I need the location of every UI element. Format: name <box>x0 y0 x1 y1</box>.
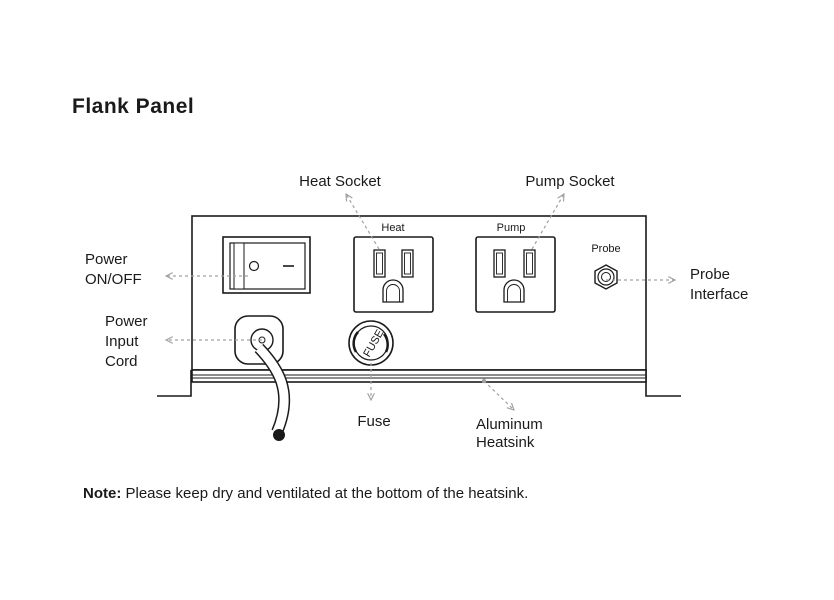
callout-heat-socket: Heat Socket <box>299 173 382 190</box>
heatsink-strip <box>191 369 647 383</box>
callout-pump-socket: Pump Socket <box>525 173 615 190</box>
callout-cord-line3: Cord <box>105 353 138 370</box>
callout-heatsink-line1: Aluminum <box>476 416 543 433</box>
callout-probe-line2: Interface <box>690 286 748 303</box>
power-switch <box>222 236 311 294</box>
callout-power-line1: Power <box>85 251 128 268</box>
note-text: Please keep dry and ventilated at the bo… <box>121 485 529 502</box>
heat-panel-label: Heat <box>381 222 404 234</box>
pump-panel-label: Pump <box>497 222 526 234</box>
callout-power-line2: ON/OFF <box>85 271 142 288</box>
heat-socket: Heat <box>353 222 434 313</box>
callout-fuse: Fuse <box>357 413 390 430</box>
probe-interface: Probe <box>591 243 621 290</box>
callout-cord-line1: Power <box>105 313 148 330</box>
probe-panel-label: Probe <box>591 243 620 255</box>
heatsink-point <box>481 378 487 384</box>
callout-heatsink-line2: Heatsink <box>476 434 535 451</box>
pump-socket: Pump <box>475 222 556 313</box>
callout-cord-line2: Input <box>105 333 139 350</box>
page-title: Flank Panel <box>72 95 195 118</box>
fuse-holder: FUSE <box>348 320 394 366</box>
note-label: Note: <box>83 485 122 502</box>
callout-labels: Heat Socket Pump Socket Power ON/OFF Pow… <box>85 173 748 451</box>
callout-probe-line1: Probe <box>690 266 730 283</box>
switch-off-symbol <box>248 260 260 272</box>
cord-end <box>273 429 285 441</box>
leader-lines <box>166 194 675 410</box>
note: Note: Please keep dry and ventilated at … <box>83 485 528 502</box>
